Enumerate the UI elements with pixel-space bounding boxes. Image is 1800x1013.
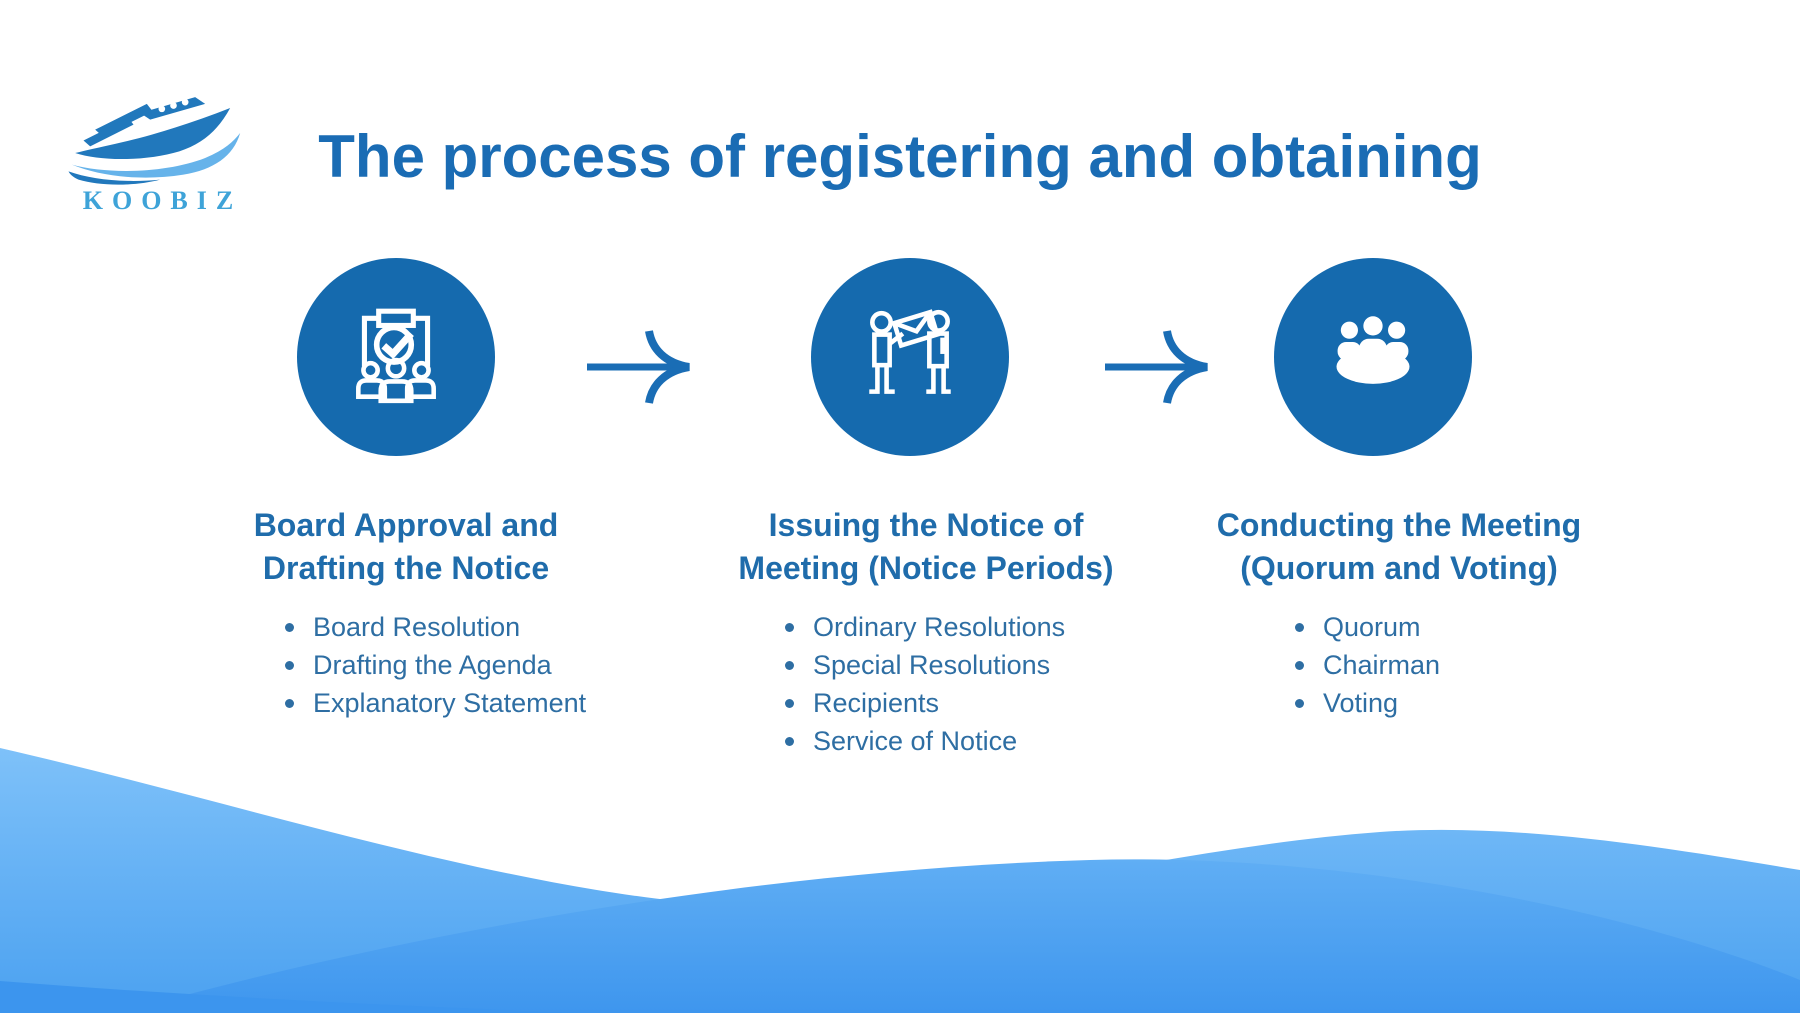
list-item: Explanatory Statement [285, 684, 626, 722]
bullet-dot [285, 622, 294, 632]
step-title: Issuing the Notice of Meeting (Notice Pe… [738, 507, 1114, 586]
wave-mid [120, 859, 1800, 1013]
bullet-dot [285, 660, 294, 670]
bullet-dot [785, 736, 794, 746]
step-circle [811, 258, 1009, 456]
step-conducting-meeting: Conducting the Meeting (Quorum and Votin… [1179, 258, 1619, 722]
wave-deep [0, 981, 580, 1013]
board-approval-icon [356, 308, 436, 404]
list-item: Voting [1295, 684, 1619, 722]
list-item: Quorum [1295, 608, 1619, 646]
step-circle [1274, 258, 1472, 456]
list-item: Chairman [1295, 646, 1619, 684]
brand-name: KOOBIZ [82, 186, 243, 215]
step-board-approval: Board Approval and Drafting the Notice B… [186, 258, 626, 722]
list-item: Recipients [785, 684, 1146, 722]
issuing-notice-icon [869, 309, 951, 394]
step-title: Board Approval and Drafting the Notice [253, 507, 559, 586]
ship-icon [68, 97, 240, 185]
curved-right-arrow-icon [587, 330, 690, 404]
step-title: Conducting the Meeting (Quorum and Votin… [1216, 507, 1582, 586]
bullet-dot [1295, 622, 1304, 632]
page-title: The process of registering and obtaining [318, 123, 1482, 190]
step-issuing-notice: Issuing the Notice of Meeting (Notice Pe… [706, 258, 1146, 760]
step-bullet-list: Quorum Chairman Voting [1295, 608, 1619, 722]
bullet-dot [285, 698, 294, 708]
step-bullet-list: Ordinary Resolutions Special Resolutions… [785, 608, 1146, 760]
list-item: Service of Notice [785, 722, 1146, 760]
list-item: Special Resolutions [785, 646, 1146, 684]
step-bullet-list: Board Resolution Drafting the Agenda Exp… [285, 608, 626, 722]
bullet-dot [785, 660, 794, 670]
wave-background [0, 748, 1800, 1013]
bullet-dot [785, 698, 794, 708]
bullet-dot [1295, 660, 1304, 670]
bullet-dot [1295, 698, 1304, 708]
koobiz-logo: KOOBIZ [48, 88, 268, 216]
list-item: Drafting the Agenda [285, 646, 626, 684]
list-item: Board Resolution [285, 608, 626, 646]
list-item: Ordinary Resolutions [785, 608, 1146, 646]
bullet-dot [785, 622, 794, 632]
curved-right-arrow-icon [1105, 330, 1208, 404]
step-circle [297, 258, 495, 456]
conducting-meeting-icon [1336, 316, 1410, 384]
